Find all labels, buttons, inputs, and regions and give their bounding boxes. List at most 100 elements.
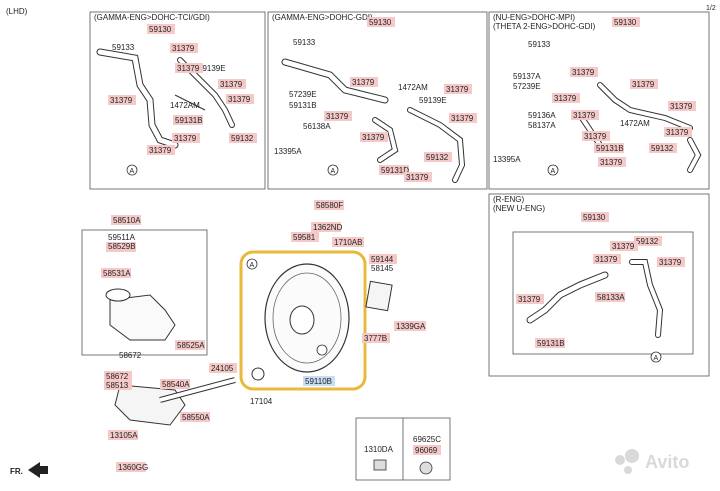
part-31379: 31379 — [554, 94, 577, 103]
part-59130: 59130 — [614, 18, 637, 27]
part-31379: 31379 — [228, 95, 251, 104]
marker-a: A — [331, 168, 336, 175]
part-1472am: 1472AM — [620, 119, 650, 128]
part-59132: 59132 — [651, 144, 674, 153]
part-58540a: 58540A — [162, 380, 190, 389]
part-31379: 31379 — [352, 78, 375, 87]
part-59110b: 59110B — [305, 377, 332, 386]
part-56138a: 56138A — [303, 122, 331, 131]
part-31379: 31379 — [406, 173, 429, 182]
part-59130: 59130 — [583, 213, 606, 222]
part-58672: 58672 — [119, 351, 142, 360]
fasteners-box: 1310DA 69625C 96069 — [355, 417, 451, 481]
part-1472am: 1472AM — [398, 83, 428, 92]
part-13395a: 13395A — [493, 155, 521, 164]
part-13105a: 13105A — [110, 431, 138, 440]
part-17104: 17104 — [250, 397, 273, 406]
part-57239e: 57239E — [513, 82, 541, 91]
part-58133a: 58133A — [597, 293, 625, 302]
part-59131d: 59131D — [381, 166, 409, 175]
part-1472am: 1472AM — [170, 101, 200, 110]
part-31379: 31379 — [446, 85, 469, 94]
part-57239e: 57239E — [289, 90, 317, 99]
front-indicator: FR. — [10, 462, 48, 478]
watermark: Avito — [615, 449, 689, 474]
part-59133: 59133 — [293, 38, 316, 47]
section-title-new-u: (NEW U-ENG) — [493, 204, 545, 213]
part-31379: 31379 — [518, 295, 541, 304]
part-59131b: 59131B — [175, 116, 203, 125]
part-31379: 31379 — [326, 112, 349, 121]
part-58145: 58145 — [371, 264, 394, 273]
part-58550a: 58550A — [182, 413, 210, 422]
part-58525a: 58525A — [177, 341, 205, 350]
part-59144: 59144 — [371, 255, 394, 264]
part-59139e: 59139E — [419, 96, 447, 105]
part-59131b: 59131B — [537, 339, 565, 348]
part-1360gg: 1360GG — [118, 463, 148, 472]
fr-label: FR. — [10, 467, 23, 476]
part-58529b: 58529B — [108, 242, 136, 251]
part-31379: 31379 — [670, 102, 693, 111]
part-31379: 31379 — [572, 68, 595, 77]
lhd-label: (LHD) — [6, 7, 28, 16]
section-title-theta: (THETA 2-ENG>DOHC-GDI) — [493, 22, 596, 31]
part-31379: 31379 — [573, 111, 596, 120]
part-58580f: 58580F — [316, 201, 343, 210]
part-1339ga: 1339GA — [396, 322, 426, 331]
part-59133: 59133 — [112, 43, 135, 52]
part-59132: 59132 — [636, 237, 659, 246]
master-cylinder-section: 58510A 59511A 58529B 58531A 58525A 58672… — [81, 215, 237, 472]
marker-a: A — [551, 168, 556, 175]
section-title-gamma-tci: (GAMMA-ENG>DOHC-TCI/GDI) — [94, 13, 210, 22]
part-1710ab: 1710AB — [334, 238, 362, 247]
part-59132: 59132 — [231, 134, 254, 143]
watermark-text: Avito — [645, 452, 689, 472]
section-title-r-eng: (R-ENG) — [493, 195, 524, 204]
part-31379: 31379 — [220, 80, 243, 89]
part-58531a: 58531A — [103, 269, 131, 278]
part-31379: 31379 — [177, 64, 200, 73]
part-69625c: 69625C — [413, 435, 441, 444]
marker-a: A — [250, 262, 255, 269]
part-59136a: 59136A — [528, 111, 556, 120]
part-31379: 31379 — [451, 114, 474, 123]
part-1310da: 1310DA — [364, 445, 394, 454]
part-58513: 58513 — [106, 381, 129, 390]
part-58510a: 58510A — [113, 216, 141, 225]
part-31379: 31379 — [666, 128, 689, 137]
part-59132: 59132 — [426, 153, 449, 162]
part-59131b: 59131B — [289, 101, 317, 110]
brake-booster-section: A 58580F 1362ND 59581 1710AB 59144 58145… — [239, 200, 426, 406]
part-31379: 31379 — [632, 80, 655, 89]
part-59581: 59581 — [293, 233, 316, 242]
page-ref: 1/2 — [706, 5, 716, 12]
part-59130: 59130 — [369, 18, 392, 27]
section-r-eng: (R-ENG) (NEW U-ENG) A 59130 59132 31379 … — [488, 193, 710, 377]
part-24105: 24105 — [211, 364, 234, 373]
part-59139e: 59139E — [198, 64, 226, 73]
marker-a: A — [130, 168, 135, 175]
part-31379: 31379 — [659, 258, 682, 267]
section-title-gamma-gdi: (GAMMA-ENG>DOHC-GDI) — [272, 13, 373, 22]
part-31379: 31379 — [600, 158, 623, 167]
part-31379: 31379 — [584, 132, 607, 141]
part-31379: 31379 — [362, 133, 385, 142]
part-31379: 31379 — [172, 44, 195, 53]
part-13395a: 13395A — [274, 147, 302, 156]
part-59511a: 59511A — [108, 233, 136, 242]
section-title-nu: (NU-ENG>DOHC-MPI) — [493, 13, 575, 22]
part-31379: 31379 — [595, 255, 618, 264]
part-59137a: 59137A — [513, 72, 541, 81]
section-gamma-gdi: (GAMMA-ENG>DOHC-GDI) A 59130 59133 31379… — [267, 11, 488, 190]
part-58672b: 58672 — [106, 372, 129, 381]
part-31379: 31379 — [612, 242, 635, 251]
section-nu-theta: (NU-ENG>DOHC-MPI) (THETA 2-ENG>DOHC-GDI)… — [488, 11, 710, 190]
part-59130: 59130 — [149, 25, 172, 34]
part-1362nd: 1362ND — [313, 223, 343, 232]
part-31379: 31379 — [110, 96, 133, 105]
part-59133: 59133 — [528, 40, 551, 49]
part-31379: 31379 — [174, 134, 197, 143]
